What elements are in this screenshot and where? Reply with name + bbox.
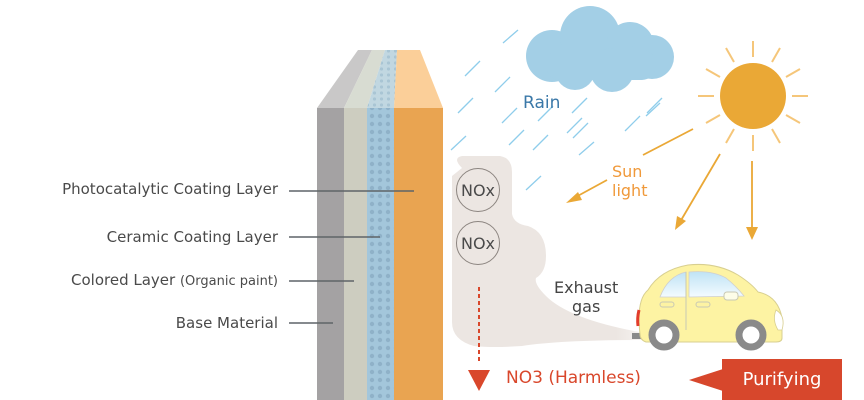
purifying-callout: Purifying (722, 359, 842, 400)
sun-icon (698, 41, 808, 151)
car-icon (632, 264, 784, 351)
exhaust-plume (452, 156, 645, 347)
sunlight-arrows (566, 128, 758, 240)
car-wheel-rear (648, 319, 680, 351)
exhaust-gas-label: Exhaust gas (554, 278, 619, 316)
label-ceramic-coating-layer: Ceramic Coating Layer (106, 228, 278, 246)
base-layer-top (317, 50, 372, 108)
nox-molecule: NOx (456, 168, 500, 212)
label-photocatalytic-coating-layer: Photocatalytic Coating Layer (62, 180, 278, 198)
colored-layer-top (344, 50, 385, 108)
layer-block-top (317, 50, 443, 108)
cloud-icon (526, 6, 674, 92)
ceramic-layer-top-dots (367, 50, 397, 108)
leader-lines (289, 190, 414, 324)
rain-label: Rain (523, 93, 561, 113)
car-wheel-front (735, 319, 767, 351)
base-layer (317, 108, 344, 400)
conversion-arrowhead (468, 370, 490, 391)
nox-molecule: NOx (456, 221, 500, 265)
purifying-label: Purifying (742, 369, 822, 390)
colored-layer (344, 108, 367, 400)
label-colored-layer-sub: (Organic paint) (179, 274, 278, 289)
photocatalytic-layer (394, 108, 443, 400)
sunlight-arrowhead (566, 192, 582, 203)
sunlight-arrowhead (746, 227, 758, 240)
ceramic-layer-dots (367, 108, 394, 400)
sunlight-arrowhead (675, 216, 686, 230)
no3-harmless-label: NO3 (Harmless) (506, 368, 641, 388)
rain-streaks (450, 29, 663, 191)
sunlight-label: Sun light (612, 162, 648, 200)
label-base-material: Base Material (175, 314, 278, 332)
label-colored-layer: Colored Layer (Organic paint) (71, 271, 278, 289)
purifying-callout-pointer (689, 369, 723, 391)
photocatalytic-layer-top (394, 50, 443, 108)
layer-block-front (317, 108, 443, 400)
